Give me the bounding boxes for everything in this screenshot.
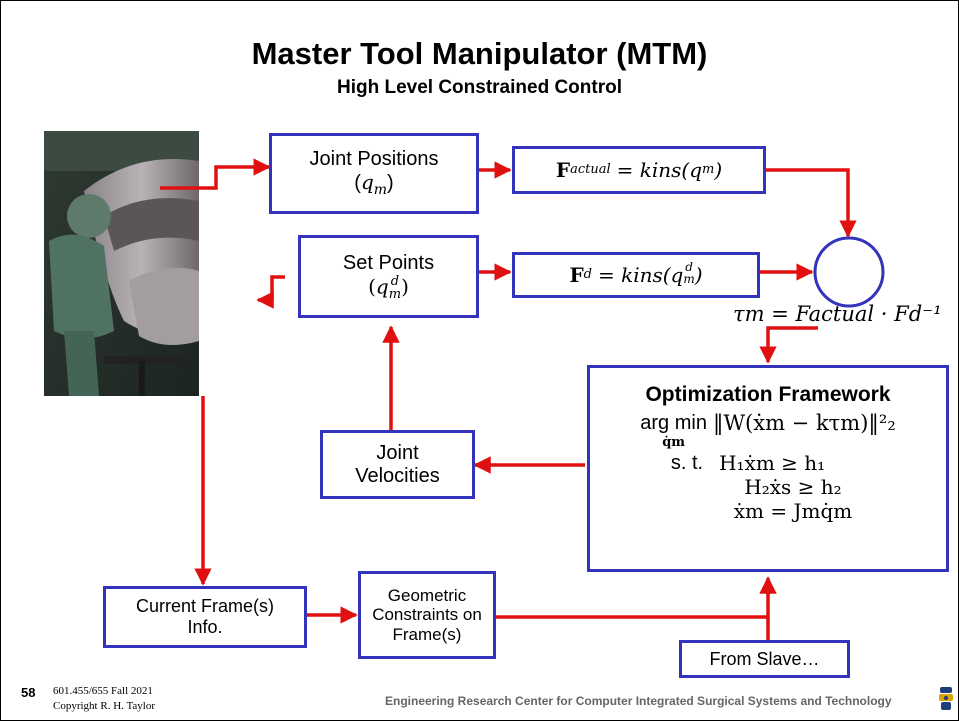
constraint-1: H₁ẋm ≥ h₁ bbox=[719, 450, 826, 475]
slide-number: 58 bbox=[21, 685, 36, 700]
constraint-2: H₂ẋs ≥ h₂ bbox=[744, 474, 842, 499]
optimization-heading: Optimization Framework bbox=[645, 383, 891, 406]
footer-center-text: Engineering Research Center for Computer… bbox=[385, 694, 892, 708]
tau-equation: τm = Factual · Fd⁻¹ bbox=[733, 302, 942, 326]
constraint-3: ẋm = Jmq̇m bbox=[733, 498, 853, 523]
erc-logo-icon bbox=[939, 687, 953, 710]
slide-title: Master Tool Manipulator (MTM) bbox=[251, 36, 708, 71]
geometric-constraints-box: Geometric Constraints on Frame(s) bbox=[358, 571, 496, 659]
objective-expr: ‖W(ẋm − kτm)‖²₂ bbox=[712, 411, 896, 436]
joint-velocities-box: Joint Velocities bbox=[320, 430, 475, 499]
course-info: 601.455/655 Fall 2021 Copyright R. H. Ta… bbox=[53, 685, 155, 712]
surgeon-console-photo bbox=[44, 131, 199, 396]
set-points-label: Set Points bbox=[342, 252, 435, 274]
optimization-framework-box: Optimization Framework arg min q̇m ‖W(ẋm… bbox=[587, 365, 949, 572]
f-actual-lhs: F bbox=[555, 157, 571, 182]
from-slave-box: From Slave… bbox=[679, 640, 850, 678]
comparator-circle bbox=[813, 236, 885, 308]
joint-positions-box: Joint Positions (qm) bbox=[269, 133, 479, 214]
qm-var: q bbox=[360, 170, 374, 195]
slide-subtitle: High Level Constrained Control bbox=[336, 77, 623, 98]
current-frame-box: Current Frame(s) Info. bbox=[103, 586, 307, 648]
joint-positions-label: Joint Positions bbox=[309, 148, 439, 171]
